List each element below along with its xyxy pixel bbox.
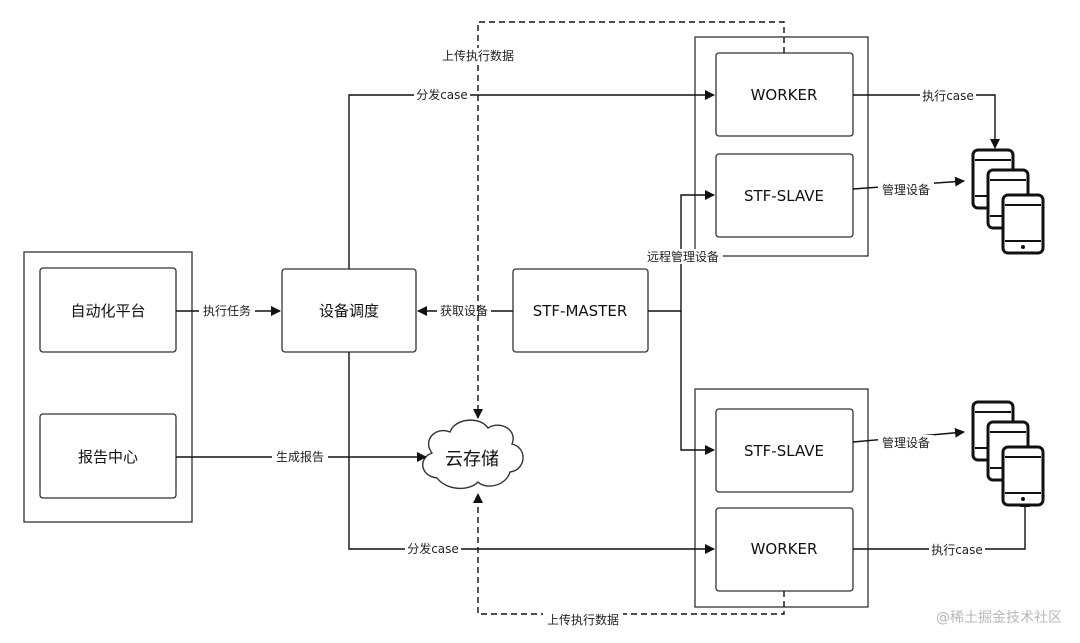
- edge-remote-manage-branch: [680, 311, 715, 455]
- edge-upload-data-top: [473, 21, 785, 419]
- stf-slave-top-box: [715, 153, 854, 238]
- edge-dispatch-case-top: [348, 90, 715, 269]
- edge-manage-device-bottom-label-bg: [878, 435, 934, 450]
- cloud-icon: [422, 419, 524, 489]
- edge-generate-report-label: 生成报告: [276, 449, 324, 464]
- stf-slave-bottom-label: STF-SLAVE: [744, 442, 824, 460]
- edge-manage-device-top-label: 管理设备: [882, 182, 930, 197]
- report-center-box: [39, 413, 177, 499]
- edge-manage-device-bottom-label: 管理设备: [882, 435, 930, 450]
- automation-platform-box: [39, 267, 177, 353]
- edge-upload-data-bottom-label-bg: [543, 612, 623, 627]
- device-scheduler-label: 设备调度: [319, 302, 379, 320]
- edge-get-device-label: 获取设备: [440, 304, 488, 318]
- edge-upload-data-top-label: 上传执行数据: [442, 48, 514, 63]
- edge-remote-manage-label-bg: [643, 249, 723, 264]
- edge-execute-case-top-label: 执行case: [922, 89, 974, 103]
- edge-generate-report-label-bg: [272, 449, 328, 464]
- phone-stack-icon: [971, 400, 1045, 507]
- worker-top-label: WORKER: [751, 86, 818, 104]
- edge-upload-data-bottom-label: 上传执行数据: [547, 612, 619, 627]
- edge-manage-device-top-label-bg: [878, 182, 934, 197]
- edge-execute-case-bottom-label-bg: [929, 542, 985, 557]
- phone-stack-icon: [971, 148, 1045, 255]
- edge-execute-case-top-label-bg: [920, 88, 976, 103]
- stf-master-label: STF-MASTER: [533, 302, 628, 320]
- stf-slave-top-label: STF-SLAVE: [744, 187, 824, 205]
- edge-dispatch-case-top-label-bg: [414, 87, 470, 102]
- edge-dispatch-case-bottom: [348, 352, 715, 554]
- phone-icon: [1001, 445, 1045, 507]
- edge-dispatch-case-bottom-label: 分发case: [407, 541, 459, 556]
- phone-icon: [1001, 193, 1045, 255]
- edge-execute-case-top: [853, 94, 1000, 149]
- edge-upload-data-top-label-bg: [438, 48, 518, 63]
- stf-slave-bottom-box: [715, 408, 854, 493]
- automation-platform-label: 自动化平台: [70, 302, 145, 320]
- edge-execute-task-label-bg: [199, 303, 255, 318]
- worker-bottom-label: WORKER: [751, 540, 818, 558]
- edge-remote-manage-label: 远程管理设备: [647, 249, 719, 264]
- edge-execute-case-bottom: [853, 497, 1030, 550]
- edge-dispatch-case-top-label: 分发case: [416, 87, 468, 102]
- edge-execute-task-label: 执行任务: [203, 303, 251, 318]
- edge-execute-case-bottom-label: 执行case: [931, 543, 983, 557]
- report-center-label: 报告中心: [78, 448, 138, 466]
- edge-dispatch-case-bottom-label-bg: [405, 541, 461, 556]
- watermark: @稀土掘金技术社区: [936, 610, 1062, 626]
- cloud-storage-label: 云存储: [445, 449, 499, 470]
- edge-upload-data-bottom: [473, 493, 785, 615]
